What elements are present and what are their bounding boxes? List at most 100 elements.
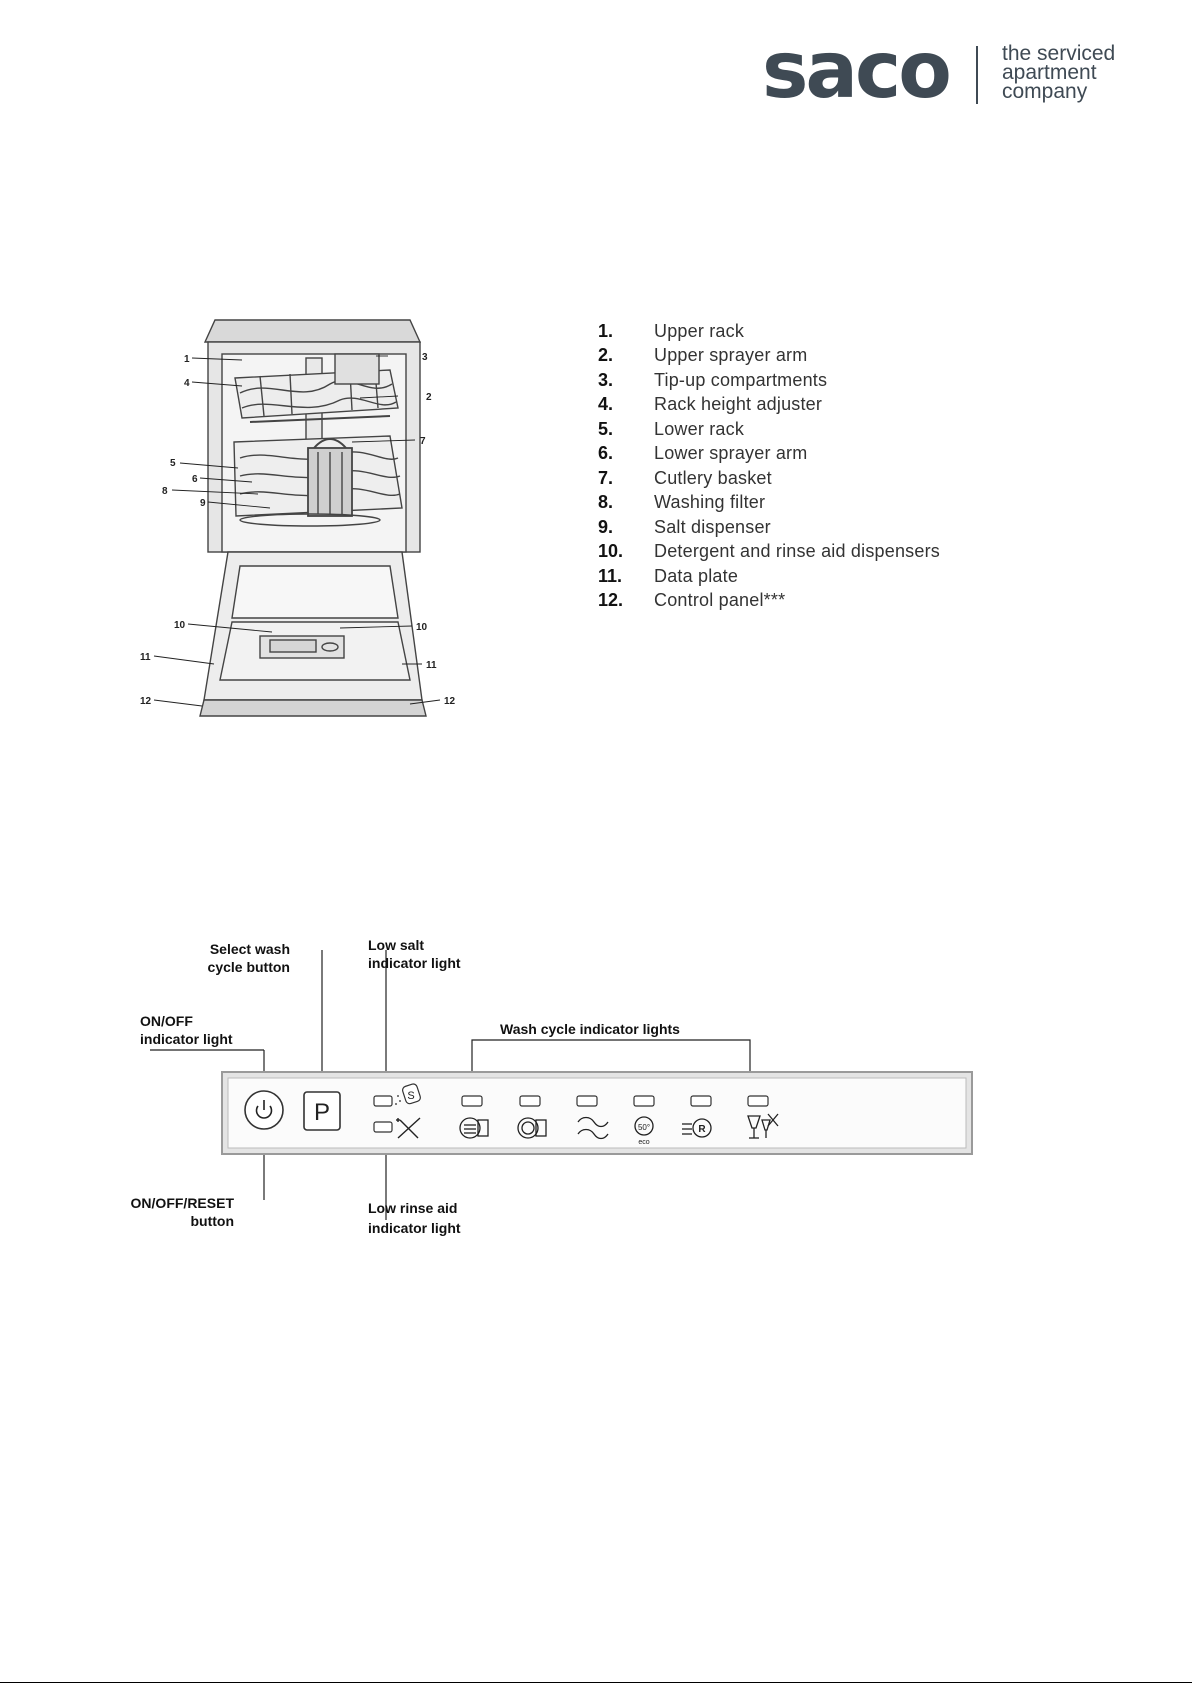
tagline-line-3: company [1002, 80, 1088, 103]
quick-wash-icon [577, 1116, 609, 1140]
part-name: Rack height adjuster [654, 394, 823, 415]
low-rinse-aid-label: Low rinse aid indicator light [368, 1198, 461, 1238]
diagram-label-10-right: 10 [416, 622, 428, 633]
control-panel-illustration: P S [150, 950, 973, 1220]
intensive-wash-icon [459, 1117, 489, 1139]
control-panel-diagram: P S [130, 937, 990, 1240]
onoff-reset-label: ON/OFF/RESET button [124, 1194, 234, 1230]
label-line: indicator light [140, 1031, 233, 1047]
diagram-label-5: 5 [170, 458, 176, 469]
part-number: 4. [598, 394, 614, 415]
list-item: 9. Salt dispenser [598, 515, 940, 540]
list-item: 2. Upper sprayer arm [598, 344, 940, 369]
eco-wash-icon [634, 1116, 654, 1136]
diagram-label-11-right: 11 [426, 660, 437, 671]
part-name: Upper sprayer arm [654, 345, 808, 366]
part-number: 8. [598, 492, 614, 513]
wash-cycle-light-1 [461, 1095, 483, 1107]
logo-wordmark: saco [762, 26, 952, 116]
low-salt-label: Low salt indicator light [368, 936, 461, 972]
part-number: 5. [598, 418, 614, 439]
select-wash-cycle-label: Select wash cycle button [154, 940, 290, 976]
onoff-indicator-label: ON/OFF indicator light [140, 1012, 233, 1048]
tagline-line-2: apartment [1002, 61, 1097, 84]
logo-tagline: the serviced apartment company [1002, 42, 1116, 103]
low-salt-light [373, 1095, 393, 1107]
diagram-label-6: 6 [192, 474, 198, 485]
salt-icon-letter: S [407, 1090, 414, 1102]
diagram-label-1: 1 [184, 354, 190, 365]
part-name: Washing filter [654, 492, 766, 513]
label-line: ON/OFF/RESET [130, 1195, 234, 1211]
list-item: 5. Lower rack [598, 417, 940, 442]
wash-cycle-light-5 [690, 1095, 712, 1107]
part-name: Cutlery basket [654, 467, 772, 488]
part-name: Tip-up compartments [654, 369, 828, 390]
part-name: Lower sprayer arm [654, 443, 808, 464]
diagram-label-8: 8 [162, 486, 168, 497]
dishwasher-diagram: 1 2 3 4 5 6 7 8 9 10 10 11 11 12 12 [140, 318, 500, 768]
low-rinse-aid-light [373, 1121, 393, 1133]
list-item: 6. Lower sprayer arm [598, 442, 940, 467]
rapid-wash-icon [682, 1118, 712, 1138]
part-number: 12. [598, 590, 624, 611]
diagram-label-12-right: 12 [444, 696, 456, 707]
p-button-label: P [314, 1099, 330, 1126]
eco-temperature: 50° [638, 1123, 650, 1132]
part-number: 2. [598, 345, 614, 366]
label-line: indicator light [368, 955, 461, 971]
part-number: 7. [598, 467, 614, 488]
normal-wash-icon [517, 1117, 547, 1139]
label-line: Select wash [209, 941, 290, 957]
rinse-aid-icon [396, 1117, 421, 1139]
part-number: 9. [598, 516, 614, 537]
label-line: Low rinse aid [368, 1200, 458, 1216]
label-line: cycle button [207, 959, 290, 975]
list-item: 11. Data plate [598, 564, 940, 589]
diagram-label-9: 9 [200, 498, 206, 509]
diagram-label-3: 3 [422, 352, 428, 363]
label-line: Low salt [368, 937, 425, 953]
wash-cycle-light-4 [633, 1095, 655, 1107]
list-item: 8. Washing filter [598, 491, 940, 516]
diagram-label-12-left: 12 [140, 696, 152, 707]
part-number: 1. [598, 320, 614, 341]
diagram-label-10-left: 10 [174, 620, 186, 631]
rapid-letter: R [698, 1124, 706, 1135]
parts-list: 1. Upper rack 2. Upper sprayer arm 3. Tip-u… [598, 319, 940, 613]
label-line: indicator light [368, 1220, 461, 1236]
footer-rule [0, 1682, 1192, 1683]
label-line: ON/OFF [140, 1013, 193, 1029]
wash-cycle-light-2 [519, 1095, 541, 1107]
wash-cycle-indicator-label: Wash cycle indicator lights [500, 1021, 680, 1037]
part-name: Salt dispenser [654, 516, 771, 537]
dishwasher-illustration: 1 2 3 4 5 6 7 8 9 10 10 11 11 12 12 [140, 319, 456, 717]
wash-cycle-light-3 [576, 1095, 598, 1107]
part-name: Control panel*** [654, 590, 786, 611]
list-item: 10.Detergent and rinse aid dispensers [598, 540, 940, 565]
list-item: 3. Tip-up compartments [598, 368, 940, 393]
part-name: Upper rack [654, 320, 745, 341]
diagram-label-4: 4 [184, 378, 190, 389]
glasses-icon [747, 1113, 779, 1139]
list-item: 4. Rack height adjuster [598, 393, 940, 418]
list-item: 7. Cutlery basket [598, 466, 940, 491]
part-name: Data plate [654, 565, 739, 586]
diagram-label-2: 2 [426, 392, 432, 403]
list-item: 12. Control panel*** [598, 589, 940, 614]
diagram-label-11-left: 11 [140, 652, 151, 663]
power-icon [255, 1100, 273, 1119]
saco-logo: saco the serviced apartment company [762, 32, 1122, 116]
part-number: 11. [598, 565, 623, 586]
part-number: 10. [598, 541, 624, 562]
logo-divider [976, 46, 978, 104]
wash-cycle-light-6 [747, 1095, 769, 1107]
diagram-label-7: 7 [420, 436, 426, 447]
label-line: button [190, 1213, 234, 1229]
part-number: 3. [598, 369, 614, 390]
part-number: 6. [598, 443, 614, 464]
tagline-line-1: the serviced [1002, 42, 1116, 65]
select-wash-cycle-button[interactable] [303, 1091, 341, 1131]
list-item: 1. Upper rack [598, 319, 940, 344]
part-name: Lower rack [654, 418, 745, 439]
